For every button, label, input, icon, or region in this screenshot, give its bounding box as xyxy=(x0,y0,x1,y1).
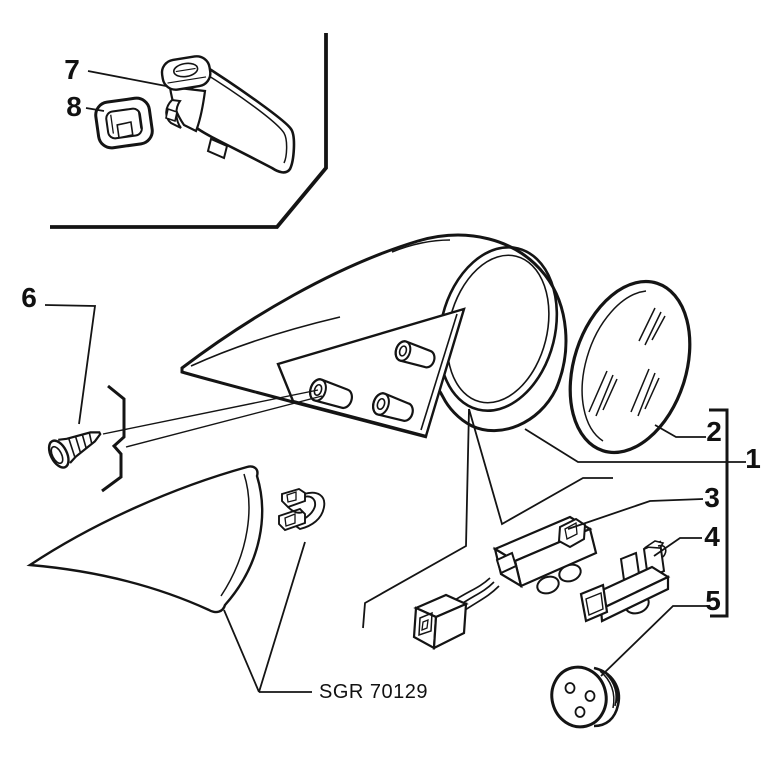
callout-7[interactable]: 7 xyxy=(64,54,80,85)
plate-boss-top xyxy=(394,340,436,369)
leader-2 xyxy=(654,424,706,438)
bracket-end-slot xyxy=(585,592,604,616)
callouts: 1 2 3 4 5 6 7 8 xyxy=(21,54,761,616)
trim-triangle xyxy=(26,465,264,614)
screw-leader-to-boss-b xyxy=(125,395,323,448)
callout-1[interactable]: 1 xyxy=(745,443,761,474)
part-4-bracket xyxy=(579,540,671,623)
part-5-knob xyxy=(550,665,621,729)
clip-upper-hole xyxy=(286,491,297,503)
callout-3[interactable]: 3 xyxy=(704,482,720,513)
knob-hole-3 xyxy=(574,706,586,718)
connector-pin xyxy=(421,618,429,632)
spring-clip xyxy=(278,487,326,532)
connector-port xyxy=(418,611,433,637)
glass-hatching xyxy=(588,307,666,417)
leader-5 xyxy=(600,605,708,677)
screw-face xyxy=(50,445,64,465)
adjuster-left-clip xyxy=(495,551,518,575)
callout-2[interactable]: 2 xyxy=(706,416,722,447)
gasket-inner-walls xyxy=(110,110,142,134)
clip-lower-hole xyxy=(284,513,296,527)
connector-side xyxy=(432,602,468,650)
gasket-inner-block xyxy=(116,121,134,139)
part-code: SGR 70129 xyxy=(319,681,428,703)
housing-leader-right xyxy=(468,408,613,526)
knob-hole-2 xyxy=(584,690,596,702)
part-7-interior-mirror xyxy=(160,55,296,174)
trim-inner-edge xyxy=(220,473,250,597)
mirror-tab xyxy=(206,137,229,160)
trim-outline xyxy=(26,465,264,614)
leader-7 xyxy=(87,70,167,87)
plate-boss-middle xyxy=(372,392,414,422)
leader-lines xyxy=(44,70,746,693)
housing-leader-down xyxy=(362,408,470,629)
adjuster-foot-1 xyxy=(536,575,560,595)
clip-bend xyxy=(287,506,304,514)
housing-tail-fold xyxy=(190,316,341,367)
part-6-screw xyxy=(47,431,102,469)
screw-threads xyxy=(67,432,93,457)
adjuster-top-clip-slot xyxy=(564,521,578,540)
plate-boss-left xyxy=(309,378,353,410)
inset-panel-border xyxy=(50,33,328,229)
glass-inner-edge xyxy=(581,290,647,442)
callout-6[interactable]: 6 xyxy=(21,282,37,313)
leader-8 xyxy=(85,107,105,112)
leader-3 xyxy=(567,498,704,530)
mirror-slab-inner-edge xyxy=(200,70,288,164)
screw-leader-to-boss-a xyxy=(102,389,319,435)
part-1-mirror-housing xyxy=(180,233,568,439)
callout-4[interactable]: 4 xyxy=(704,521,720,552)
leader-1 xyxy=(524,428,746,463)
mirror-mount-foot xyxy=(160,55,212,91)
sgr-leaders xyxy=(223,541,312,693)
mirror-clip-tab xyxy=(165,107,178,123)
callout-bracket xyxy=(709,408,729,618)
leader-6 xyxy=(44,304,97,425)
callout-8[interactable]: 8 xyxy=(66,91,82,122)
bracket-base-side xyxy=(599,575,670,623)
part-8-gasket xyxy=(94,96,154,150)
leader-4 xyxy=(653,537,702,557)
mounting-plate-bottom-edge xyxy=(292,400,428,439)
screw-position-bracket xyxy=(101,384,126,493)
callout-5[interactable]: 5 xyxy=(705,585,721,616)
part-3-adjuster xyxy=(412,515,598,650)
part-2-mirror-glass xyxy=(568,279,692,455)
housing-top-highlight xyxy=(391,239,451,253)
knob-face xyxy=(550,665,608,729)
mounting-plate-edge xyxy=(420,313,458,431)
knob-hole-1 xyxy=(564,682,576,694)
